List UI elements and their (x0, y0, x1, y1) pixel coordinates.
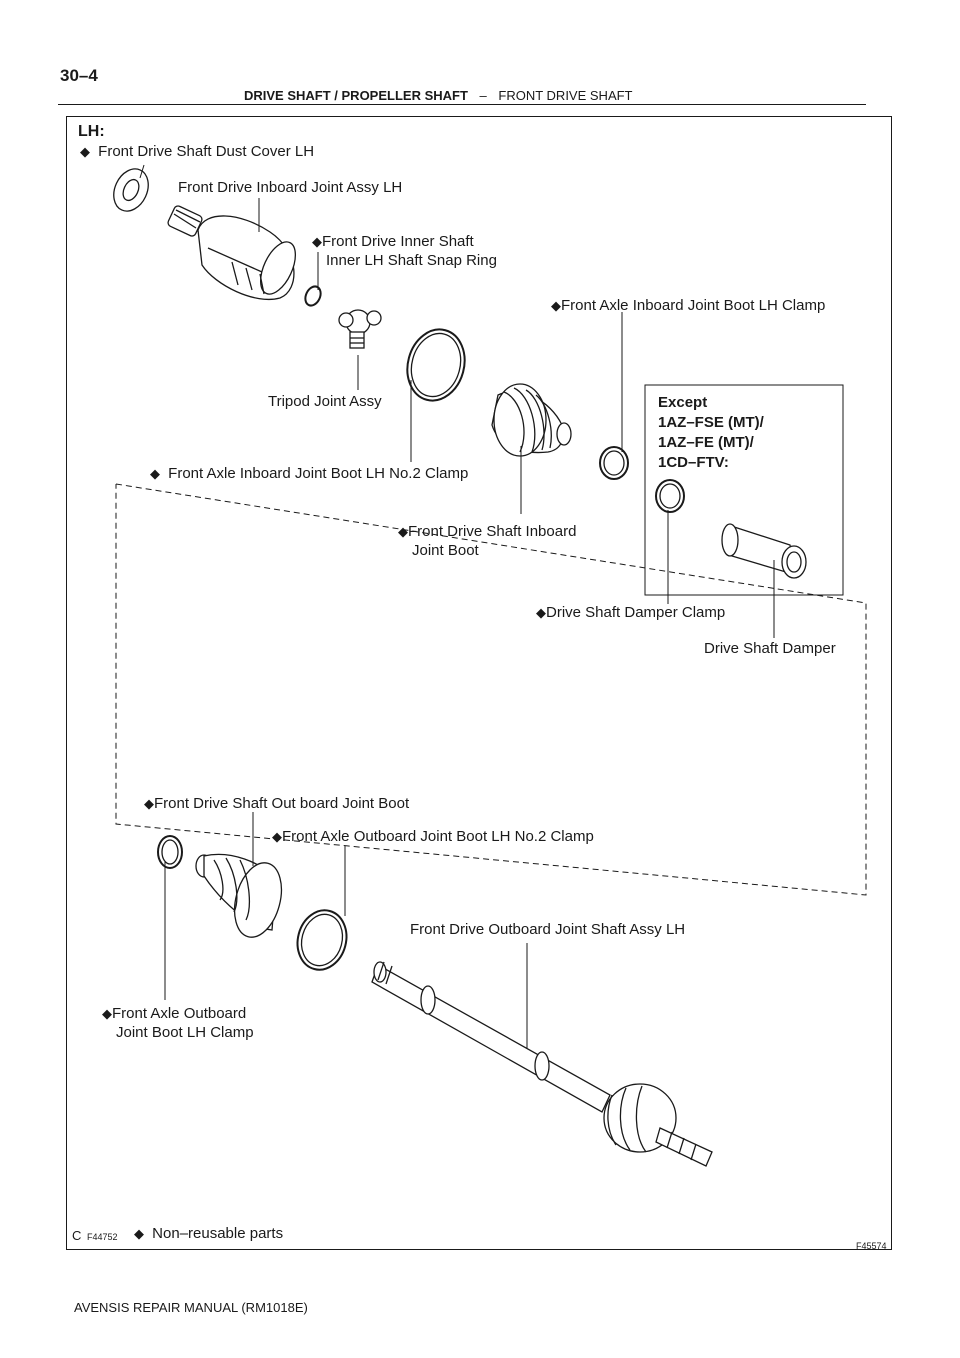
non-reusable-marker-icon: ◆ (150, 466, 160, 481)
non-reusable-marker-icon: ◆ (80, 144, 90, 159)
inboard-boot-clamp-part (599, 446, 629, 480)
damper-clamp-part (655, 479, 685, 513)
outboard-boot-part (195, 853, 283, 938)
non-reusable-marker-icon: ◆ (312, 234, 322, 249)
page-number: 30–4 (60, 66, 98, 85)
outboard-shaft-part (371, 961, 713, 1167)
label-tripod: Tripod Joint Assy (268, 393, 382, 410)
inboard-joint-part (167, 205, 296, 300)
page-header: DRIVE SHAFT / PROPELLER SHAFT – FRONT DR… (244, 88, 633, 103)
non-reusable-marker-icon: ◆ (536, 605, 546, 620)
label-outboard-clamp: ◆Front Axle Outboard Joint Boot LH Clamp (102, 1005, 254, 1041)
outboard-group-outline (115, 483, 867, 896)
non-reusable-marker-icon: ◆ (551, 298, 561, 313)
label-inboard-joint: Front Drive Inboard Joint Assy LH (178, 179, 403, 196)
label-inboard-no2-clamp: ◆ Front Axle Inboard Joint Boot LH No.2 … (150, 465, 469, 482)
header-separator: – (479, 88, 487, 103)
header-subsection: FRONT DRIVE SHAFT (498, 88, 633, 103)
label-damper-clamp: ◆Drive Shaft Damper Clamp (536, 604, 726, 621)
non-reusable-marker-icon: ◆ (134, 1226, 144, 1241)
non-reusable-marker-icon: ◆ (144, 796, 154, 811)
except-note: Except 1AZ–FSE (MT)/ 1AZ–FE (MT)/ 1CD–FT… (658, 394, 764, 471)
label-dust-cover: ◆ Front Drive Shaft Dust Cover LH (80, 143, 315, 160)
legend-non-reusable: ◆ Non–reusable parts (134, 1225, 284, 1242)
label-damper: Drive Shaft Damper (704, 640, 836, 657)
inboard-no2-clamp-part (406, 328, 466, 402)
non-reusable-marker-icon: ◆ (102, 1006, 112, 1021)
outboard-clamp-part (157, 835, 183, 869)
figure-code-right: F45574 (856, 1241, 887, 1251)
damper-part (721, 523, 807, 579)
inboard-boot-part (491, 383, 572, 457)
side-label: LH: (78, 123, 105, 140)
label-snap-ring: ◆Front Drive Inner Shaft Inner LH Shaft … (312, 233, 497, 269)
except-box (644, 384, 844, 596)
non-reusable-marker-icon: ◆ (398, 524, 408, 539)
outboard-no2-clamp-part (296, 909, 348, 971)
label-outboard-no2-clamp: ◆Front Axle Outboard Joint Boot LH No.2 … (272, 828, 594, 845)
non-reusable-marker-icon: ◆ (272, 829, 282, 844)
leader-lines (139, 164, 775, 1048)
dust-cover-part (113, 168, 149, 212)
label-inboard-boot-clamp: ◆Front Axle Inboard Joint Boot LH Clamp (551, 297, 826, 314)
label-outboard-shaft: Front Drive Outboard Joint Shaft Assy LH (410, 921, 686, 938)
manual-footer: AVENSIS REPAIR MANUAL (RM1018E) (74, 1300, 308, 1315)
snap-ring-part (304, 285, 322, 307)
figure-code-letter: C (72, 1228, 82, 1243)
header-section: DRIVE SHAFT / PROPELLER SHAFT (244, 88, 468, 103)
label-inboard-boot: ◆Front Drive Shaft Inboard Joint Boot (398, 523, 577, 559)
diagram-frame (66, 116, 892, 1250)
label-outboard-boot: ◆Front Drive Shaft Out board Joint Boot (144, 795, 410, 812)
header-rule (58, 104, 866, 105)
tripod-part (338, 309, 382, 349)
figure-code-left: F44752 (87, 1232, 118, 1242)
